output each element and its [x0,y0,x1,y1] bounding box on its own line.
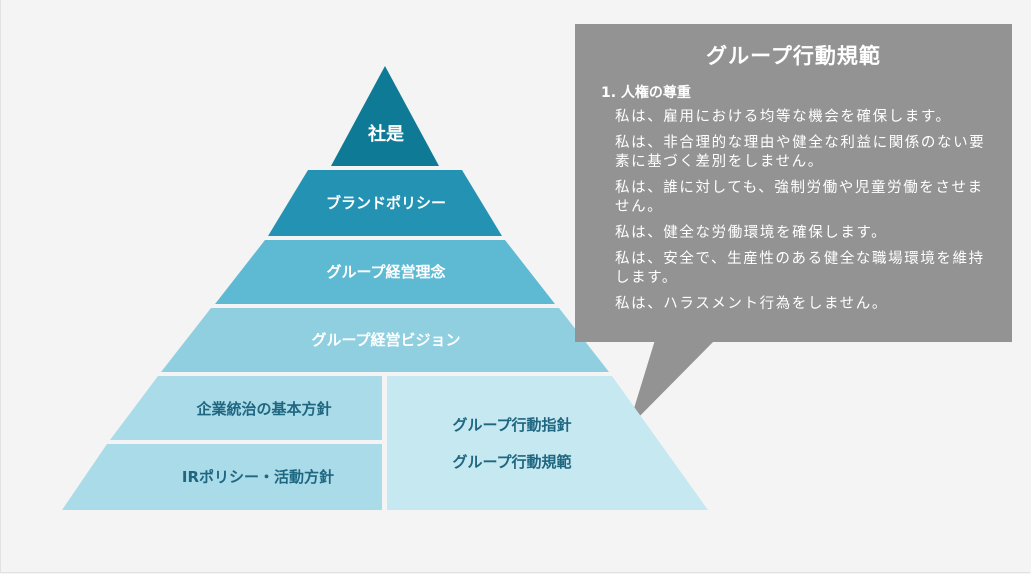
pyramid-tier-ir-policy[interactable] [62,444,382,510]
pyramid-tier-management-vision[interactable] [161,308,609,372]
pyramid-tier-shaze[interactable] [331,66,439,166]
tier-label-brand-policy: ブランドポリシー [326,194,446,212]
callout-item: 私は、安全で、生産性のある健全な職場環境を維持します。 [615,251,985,286]
tier-label-conduct-code: グループ行動規範 [452,453,571,471]
callout-item: 私は、健全な労働環境を確保します。 [615,225,888,241]
tier-label-governance-policy: 企業統治の基本方針 [195,400,331,418]
callout-item: 私は、ハラスメント行為をしません。 [615,296,888,312]
tier-label-management-philosophy: グループ経営理念 [326,263,445,281]
callout-pointer [628,340,715,428]
callout-title: グループ行動規範 [706,44,881,68]
callout-item: 私は、非合理的な理由や健全な利益に関係のない要素に基づく差別をしません。 [615,135,986,170]
callout-section-heading: 1. 人権の尊重 [601,85,691,101]
tier-label-shaze: 社是 [368,123,404,145]
tier-label-management-vision: グループ経営ビジョン [311,331,460,349]
pyramid-tier-conduct[interactable] [387,376,708,510]
callout-item: 私は、雇用における均等な機会を確保します。 [615,109,952,125]
tier-label-conduct-guidelines: グループ行動指針 [452,416,571,434]
conduct-code-callout: グループ行動規範 1. 人権の尊重 私は、雇用における均等な機会を確保します。 … [575,24,1012,342]
pyramid-tier-management-philosophy[interactable] [215,240,555,304]
pyramid-tier-brand-policy[interactable] [268,170,502,236]
callout-list: 私は、雇用における均等な機会を確保します。 私は、非合理的な理由や健全な利益に関… [599,108,988,314]
tier-label-ir-policy: IRポリシー・活動方針 [182,468,334,486]
pyramid-tier-governance-policy[interactable] [110,376,382,440]
callout-item: 私は、誰に対しても、強制労働や児童労働をさせません。 [615,180,984,215]
